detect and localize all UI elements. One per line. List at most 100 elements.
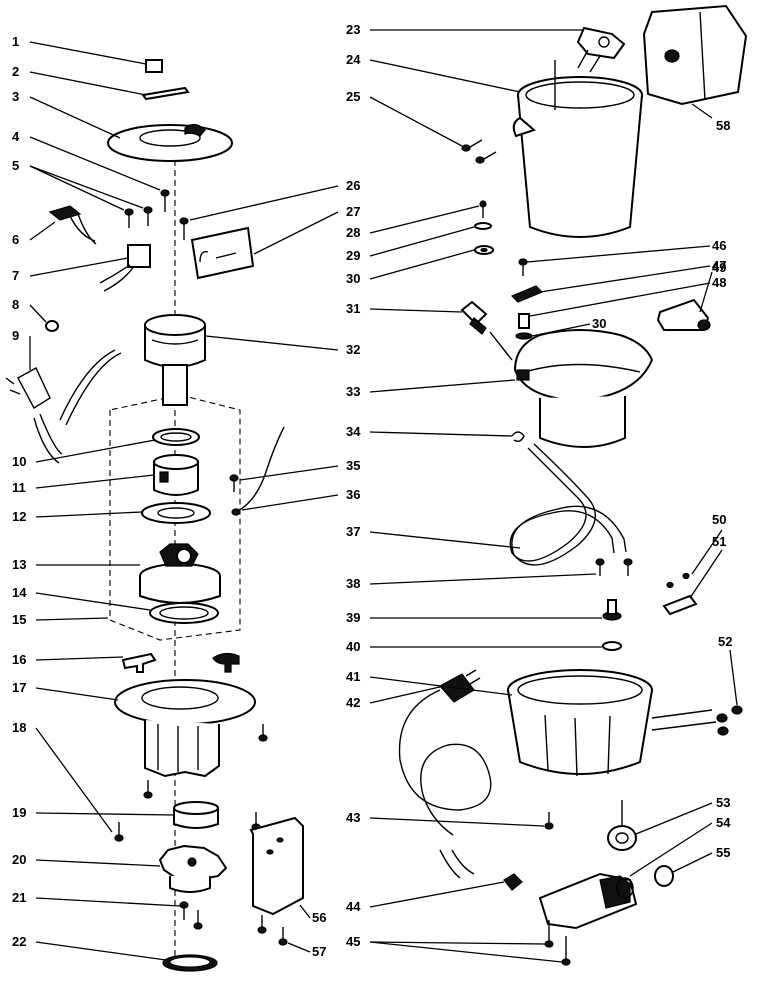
label-28: 28 bbox=[346, 225, 360, 240]
label-43: 43 bbox=[346, 810, 360, 825]
part-38-screw-b bbox=[623, 558, 633, 576]
part-8-nut bbox=[45, 320, 59, 332]
part-20-impeller bbox=[158, 844, 228, 893]
part-22-ring bbox=[162, 954, 218, 972]
part-9-power-cord bbox=[5, 349, 122, 464]
label-50: 50 bbox=[712, 512, 726, 527]
part-54-switch-housing bbox=[538, 872, 638, 930]
part-37-hose bbox=[509, 443, 627, 566]
label-15: 15 bbox=[12, 612, 26, 627]
part-21-screw-b bbox=[193, 910, 203, 930]
part-38-screw-a bbox=[595, 558, 605, 576]
label-44: 44 bbox=[346, 899, 361, 914]
label-45: 45 bbox=[346, 934, 360, 949]
part-number-labels: 1 2 3 4 5 6 7 8 9 10 11 12 13 14 15 16 1… bbox=[12, 22, 732, 959]
part-25-screw-a bbox=[461, 139, 483, 152]
part-58-filter-bag bbox=[642, 4, 748, 106]
part-3-cover-recess bbox=[139, 129, 201, 147]
part-18-screw-a bbox=[114, 822, 124, 842]
label-35: 35 bbox=[346, 458, 360, 473]
part-33-lid bbox=[513, 329, 654, 448]
part-27-plate bbox=[190, 226, 255, 280]
part-52-screw-b bbox=[716, 713, 728, 723]
label-41: 41 bbox=[346, 669, 360, 684]
part-6-switch bbox=[48, 205, 97, 245]
part-39-float bbox=[602, 599, 622, 621]
label-54: 54 bbox=[716, 815, 731, 830]
part-3-latch bbox=[184, 123, 206, 137]
label-2: 2 bbox=[12, 64, 19, 79]
label-21: 21 bbox=[12, 890, 26, 905]
part-57-screw-b bbox=[278, 927, 288, 946]
part-10-gasket bbox=[152, 428, 200, 446]
label-42: 42 bbox=[346, 695, 360, 710]
part-43-screw bbox=[544, 812, 554, 830]
label-5: 5 bbox=[12, 158, 19, 173]
label-27: 27 bbox=[346, 204, 360, 219]
part-29-washer bbox=[474, 222, 492, 230]
part-18-screw-b bbox=[143, 780, 153, 799]
part-17-motor-base bbox=[114, 679, 256, 778]
label-31: 31 bbox=[346, 301, 360, 316]
part-44-bracket bbox=[503, 873, 523, 891]
label-19: 19 bbox=[12, 805, 26, 820]
part-52-screw-a bbox=[731, 705, 743, 715]
label-1: 1 bbox=[12, 34, 19, 49]
label-46: 46 bbox=[712, 238, 726, 253]
label-25: 25 bbox=[346, 89, 360, 104]
label-47: 47 bbox=[712, 258, 726, 273]
label-32: 32 bbox=[346, 342, 360, 357]
part-50-screw-a bbox=[666, 581, 674, 589]
leader-lines bbox=[29, 29, 738, 963]
part-35-screw bbox=[229, 474, 239, 492]
label-37: 37 bbox=[346, 524, 360, 539]
part-5-screw-b bbox=[143, 206, 153, 226]
part-47-latch bbox=[510, 285, 544, 303]
part-51-plate bbox=[662, 594, 698, 616]
label-24: 24 bbox=[346, 52, 361, 67]
part-32-motor-housing bbox=[144, 314, 206, 406]
part-16-clip-left bbox=[121, 652, 157, 673]
part-50-screw-b bbox=[682, 572, 690, 580]
part-42-power-cord bbox=[398, 669, 492, 879]
part-53-caster bbox=[607, 800, 637, 851]
part-12-washer bbox=[141, 502, 211, 524]
part-24-tank bbox=[512, 60, 643, 238]
label-33: 33 bbox=[346, 384, 360, 399]
part-1-clip bbox=[145, 59, 163, 73]
label-11: 11 bbox=[12, 480, 26, 495]
label-13: 13 bbox=[12, 557, 26, 572]
part-30-washer-a bbox=[474, 245, 494, 255]
label-20: 20 bbox=[12, 852, 26, 867]
label-52: 52 bbox=[718, 634, 732, 649]
label-51: 51 bbox=[712, 534, 726, 549]
part-34-clip bbox=[511, 431, 525, 443]
part-46-screw bbox=[518, 258, 528, 276]
part-26-screw bbox=[179, 217, 189, 240]
part-45-screw-b bbox=[561, 936, 571, 966]
part-23-bracket bbox=[576, 26, 626, 73]
part-57-screw-a bbox=[257, 915, 267, 934]
label-56: 56 bbox=[312, 910, 326, 925]
label-7: 7 bbox=[12, 268, 19, 283]
part-31-valve bbox=[460, 300, 513, 361]
part-36-ground-wire bbox=[231, 426, 285, 516]
motor-stack-outline bbox=[109, 394, 241, 641]
part-11-cylinder bbox=[153, 454, 199, 496]
part-13-motor-armature bbox=[139, 543, 221, 604]
part-41-base-tub bbox=[507, 669, 717, 777]
label-16: 16 bbox=[12, 652, 26, 667]
label-18: 18 bbox=[12, 720, 26, 735]
part-14-ring bbox=[149, 602, 219, 624]
label-53: 53 bbox=[716, 795, 730, 810]
part-28-screw bbox=[479, 200, 487, 218]
label-10: 10 bbox=[12, 454, 26, 469]
part-2-strip bbox=[141, 86, 190, 101]
label-30b: 30 bbox=[592, 316, 606, 331]
part-25-screw-b bbox=[475, 151, 497, 164]
label-38: 38 bbox=[346, 576, 360, 591]
part-7-bracket bbox=[99, 244, 151, 292]
label-58: 58 bbox=[716, 118, 730, 133]
label-9: 9 bbox=[12, 328, 19, 343]
